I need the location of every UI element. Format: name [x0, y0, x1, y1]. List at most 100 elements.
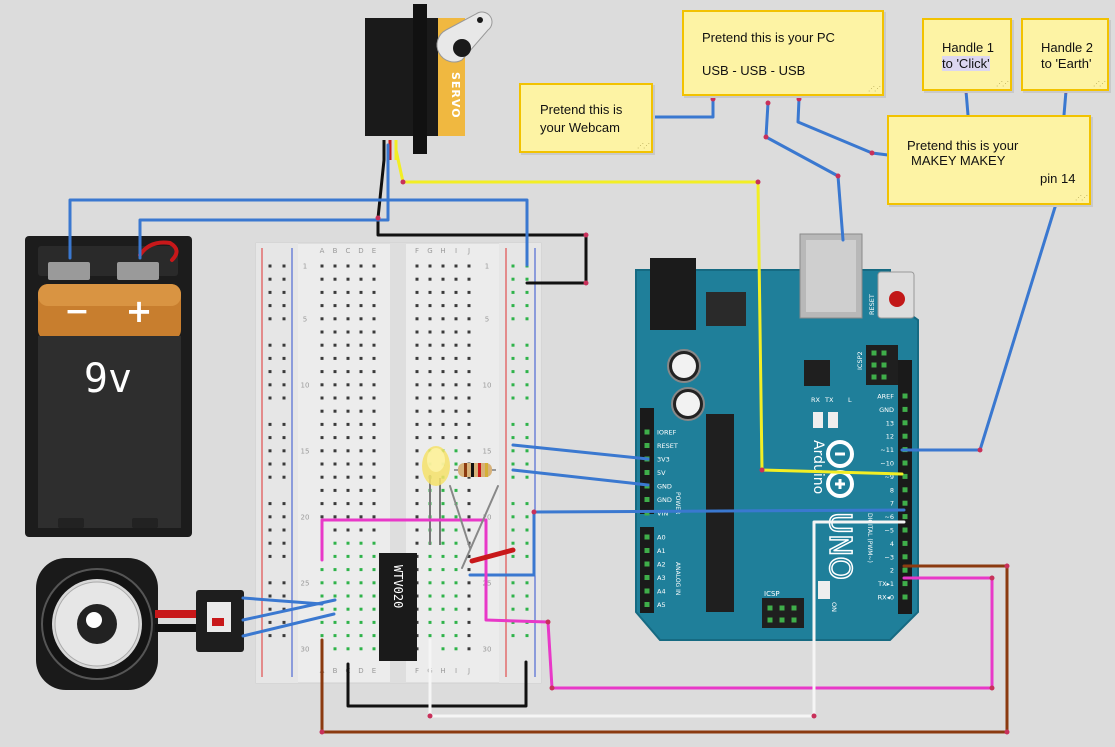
arduino-on-label: ON [830, 602, 838, 612]
arduino-pin-label: RX◂0 [878, 594, 894, 602]
arduino-pin-label: ~5 [884, 527, 894, 535]
arduino-pin[interactable] [767, 605, 773, 611]
arduino-pin[interactable] [902, 473, 908, 479]
note-makey[interactable]: Pretend this is your MAKEY MAKEY pin 14 … [887, 115, 1091, 205]
arduino-icsp-label: ICSP [764, 590, 780, 598]
note-handle2-line1: Handle 2 [1041, 40, 1094, 55]
arduino-pin-label: 13 [886, 419, 894, 427]
breadboard-col-label: D [358, 667, 363, 675]
battery-plus-label: + [126, 292, 153, 330]
note-pc-line1: Pretend this is your PC [702, 30, 835, 45]
battery-9v[interactable]: − + 9v [25, 236, 192, 537]
breadboard-col-label: E [372, 247, 376, 255]
note-pc[interactable]: Pretend this is your PC USB - USB - USB … [682, 10, 884, 96]
resize-grip-icon[interactable]: ⋰⋰ [996, 81, 1009, 88]
arduino-pin-label: A1 [657, 547, 666, 555]
breadboard-col-label: F [415, 247, 419, 255]
arduino-power-header: POWER [674, 492, 681, 514]
arduino-pin[interactable] [902, 581, 908, 587]
arduino-pin[interactable] [644, 429, 650, 435]
arduino-pin-label: 8 [890, 486, 894, 494]
arduino-pin[interactable] [871, 374, 877, 380]
wire-blue-usb-1 [764, 101, 845, 242]
arduino-pins: IOREFRESET3V35VGNDGNDVINA0A1A2A3A4A5AREF… [644, 350, 908, 623]
arduino-pin[interactable] [644, 561, 650, 567]
wire-black-bottom [346, 660, 528, 708]
arduino-pin-label: ~11 [880, 446, 894, 454]
arduino-pin[interactable] [902, 393, 908, 399]
battery-minus-label: − [64, 294, 89, 329]
note-handle1[interactable]: Handle 1 to 'Click' ⋰⋰ [922, 18, 1012, 91]
arduino-pin[interactable] [902, 500, 908, 506]
arduino-pin[interactable] [779, 605, 785, 611]
arduino-pin[interactable] [644, 497, 650, 502]
breadboard-row-label: 1 [303, 263, 307, 271]
breadboard-col-label: G [427, 247, 432, 255]
arduino-pin[interactable] [644, 548, 650, 553]
arduino-pin[interactable] [902, 514, 908, 520]
arduino-rx-label: RX [811, 396, 821, 404]
arduino-pin[interactable] [902, 567, 908, 573]
arduino-pin[interactable] [902, 554, 908, 560]
arduino-pin-label: GND [657, 483, 672, 491]
arduino-pin[interactable] [791, 605, 797, 611]
arduino-pin[interactable] [902, 487, 908, 493]
breadboard-row-label: 1 [485, 263, 489, 271]
yellow-led[interactable] [422, 446, 450, 545]
wire-gray-2 [461, 485, 499, 569]
arduino-pin-label: IOREF [657, 429, 677, 437]
arduino-pin[interactable] [871, 350, 877, 356]
note-handle2[interactable]: Handle 2 to 'Earth' ⋰⋰ [1021, 18, 1109, 91]
arduino-pin[interactable] [779, 617, 785, 623]
arduino-pin-label: A2 [657, 561, 666, 569]
arduino-pin-label: A4 [657, 588, 666, 596]
arduino-pin[interactable] [902, 433, 908, 439]
arduino-pin[interactable] [871, 362, 877, 368]
arduino-pin[interactable] [902, 420, 908, 426]
wtv020-chip[interactable]: WTV020 [379, 553, 417, 661]
arduino-pin[interactable] [902, 460, 908, 466]
arduino-uno[interactable]: IOREFRESET3V35VGNDGNDVINA0A1A2A3A4A5AREF… [635, 233, 919, 641]
arduino-pin[interactable] [881, 362, 887, 368]
arduino-pin[interactable] [644, 470, 650, 475]
wire-blue-battery-minus [68, 198, 529, 267]
wire-blue-handle1 [964, 89, 970, 117]
arduino-pin-label: RESET [657, 442, 678, 450]
arduino-pin[interactable] [791, 617, 797, 623]
resize-grip-icon[interactable]: ⋰⋰ [1093, 81, 1106, 88]
resistor[interactable] [454, 463, 496, 477]
arduino-brand-label: Arduino [810, 440, 826, 494]
breadboard-col-label: B [333, 247, 338, 255]
arduino-pin[interactable] [644, 575, 650, 580]
arduino-pin-label: 3V3 [657, 456, 670, 464]
wire-blue-gnd [511, 468, 650, 487]
arduino-pin[interactable] [644, 602, 650, 607]
resize-grip-icon[interactable]: ⋰⋰ [637, 143, 650, 150]
note-webcam[interactable]: Pretend this is your Webcam ⋰⋰ [519, 83, 653, 153]
arduino-pin[interactable] [881, 350, 887, 356]
arduino-pin-label: A5 [657, 601, 666, 609]
wire-blue-webcam [650, 97, 715, 119]
note-makey-line1: Pretend this is your [907, 138, 1019, 153]
arduino-pin[interactable] [644, 443, 650, 448]
arduino-pin[interactable] [767, 617, 773, 623]
arduino-pin[interactable] [881, 374, 887, 380]
arduino-pin[interactable] [902, 540, 908, 546]
arduino-pin[interactable] [644, 588, 650, 594]
speaker[interactable] [36, 558, 244, 690]
arduino-pin[interactable] [644, 510, 650, 516]
resize-grip-icon[interactable]: ⋰⋰ [1075, 195, 1088, 202]
breadboard-row-label: 15 [301, 447, 310, 455]
wire-blue-usb-2 [796, 97, 890, 157]
servo-motor[interactable]: SERVO [365, 4, 493, 160]
breadboard-row-label: 15 [483, 447, 492, 455]
arduino-pin[interactable] [644, 534, 650, 540]
arduino-pin[interactable] [902, 594, 908, 600]
wire-blue-speaker-1 [241, 596, 324, 606]
resize-grip-icon[interactable]: ⋰⋰ [868, 86, 881, 93]
arduino-pin[interactable] [902, 527, 908, 533]
note-handle2-line2: to 'Earth' [1041, 56, 1092, 71]
wire-blue-speaker-3 [241, 612, 336, 638]
arduino-pin-label: A3 [657, 574, 666, 582]
arduino-pin[interactable] [902, 406, 908, 412]
